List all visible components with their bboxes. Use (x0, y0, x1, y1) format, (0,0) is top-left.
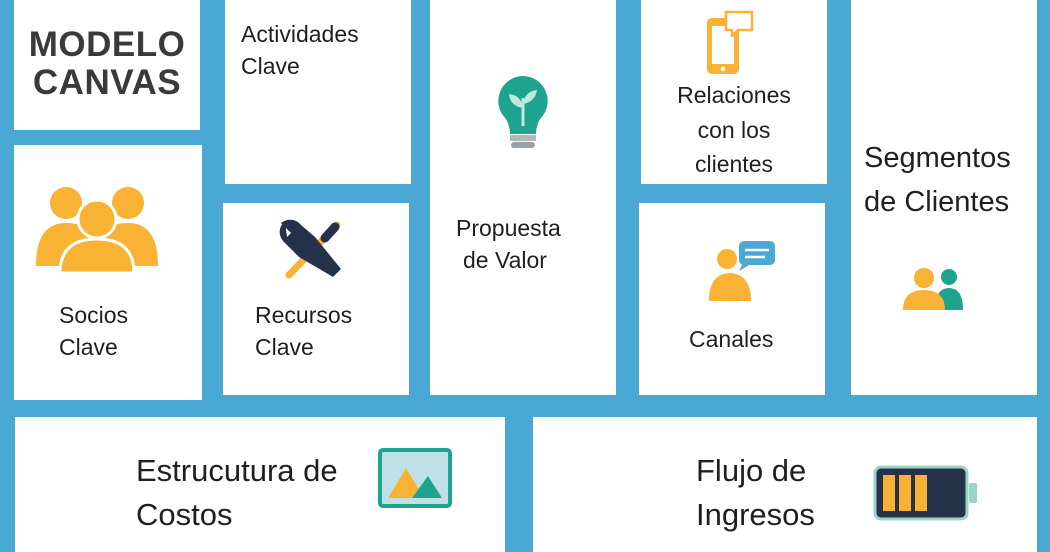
key-resources-label: Recursos Clave (255, 300, 352, 363)
customer-segments-label: Segmentos de Clientes (864, 137, 1011, 224)
value-proposition-line-2: de Valor (463, 246, 547, 273)
key-resources-line-1: Recursos (255, 302, 353, 328)
key-activities-block: Actividades Clave (225, 0, 411, 184)
value-proposition-line-1: Propuesta (456, 215, 561, 241)
key-partners-block: Socios Clave (14, 145, 202, 400)
key-activities-label: Actividades Clave (241, 19, 359, 82)
title-cell: MODELO CANVAS (14, 0, 200, 130)
title-line-1: MODELO (28, 25, 186, 64)
title-line-2: CANVAS (32, 62, 182, 102)
value-proposition-block: Propuesta de Valor (430, 0, 616, 395)
customer-segments-line-1: Segmentos (864, 142, 1011, 174)
group-people-icon (36, 187, 158, 275)
key-activities-line-1: Actividades (241, 21, 359, 47)
cost-structure-line-1: Estrucutura de (136, 453, 338, 488)
customer-relationships-line-3: clientes (695, 151, 773, 177)
customer-segments-line-2: de Clientes (864, 185, 1010, 218)
cost-structure-label: Estrucutura de Costos (136, 449, 338, 537)
tools-icon (279, 219, 341, 279)
customer-segments-block: Segmentos de Clientes (851, 0, 1037, 395)
revenue-streams-label: Flujo de Ingresos (696, 449, 815, 537)
customer-relationships-line-1: Relaciones (677, 82, 791, 108)
key-partners-label: Socios Clave (59, 300, 128, 363)
value-proposition-label: Propuesta de Valor (456, 213, 561, 276)
mountain-image-icon (378, 448, 452, 508)
customer-relationships-line-2: con los (697, 116, 771, 143)
key-resources-line-2: Clave (255, 333, 314, 360)
battery-icon (873, 465, 977, 521)
customer-relationships-label: Relaciones con los clientes (641, 78, 827, 182)
channels-label: Canales (689, 324, 773, 356)
revenue-streams-line-1: Flujo de (696, 453, 807, 488)
key-activities-line-2: Clave (241, 52, 300, 79)
phone-chat-icon (707, 10, 754, 74)
channels-block: Canales (639, 203, 825, 395)
canvas-title: MODELO CANVAS (14, 26, 200, 102)
users-icon (903, 268, 963, 310)
revenue-streams-line-2: Ingresos (696, 497, 815, 533)
key-partners-line-2: Clave (59, 333, 118, 360)
channels-line-1: Canales (689, 326, 774, 352)
lightbulb-plant-icon (498, 76, 548, 148)
cost-structure-line-2: Costos (136, 497, 233, 533)
key-resources-block: Recursos Clave (223, 203, 409, 395)
cost-structure-block: Estrucutura de Costos (15, 417, 505, 552)
key-partners-line-1: Socios (59, 302, 129, 328)
customer-relationships-block: Relaciones con los clientes (641, 0, 827, 184)
person-speech-icon (709, 241, 775, 301)
revenue-streams-block: Flujo de Ingresos (533, 417, 1037, 552)
